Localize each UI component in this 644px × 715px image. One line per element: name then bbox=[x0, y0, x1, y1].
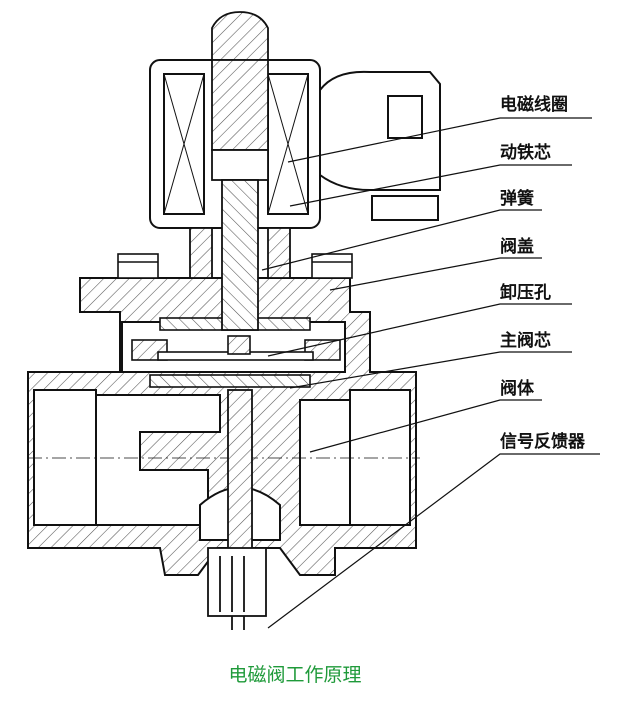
figure-caption: 电磁阀工作原理 bbox=[228, 664, 362, 686]
plunger-assembly bbox=[189, 11, 291, 551]
label-bonnet: 阀盖 bbox=[500, 236, 534, 257]
feedback-sensor bbox=[207, 547, 267, 630]
label-valve-body: 阀体 bbox=[500, 378, 535, 399]
connector-box bbox=[319, 70, 441, 221]
label-main-core: 主阀芯 bbox=[500, 330, 551, 351]
bonnet-nuts bbox=[117, 253, 353, 279]
label-spring: 弹簧 bbox=[500, 188, 534, 209]
label-coil: 电磁线圈 bbox=[500, 94, 568, 115]
label-feedback: 信号反馈器 bbox=[500, 431, 586, 452]
labels: 电磁线圈 动铁芯 弹簧 阀盖 卸压孔 主阀芯 阀体 信号反馈器 bbox=[500, 94, 586, 452]
label-plunger: 动铁芯 bbox=[500, 142, 551, 163]
leader-lines bbox=[261, 117, 600, 629]
label-relief-hole: 卸压孔 bbox=[500, 282, 551, 303]
